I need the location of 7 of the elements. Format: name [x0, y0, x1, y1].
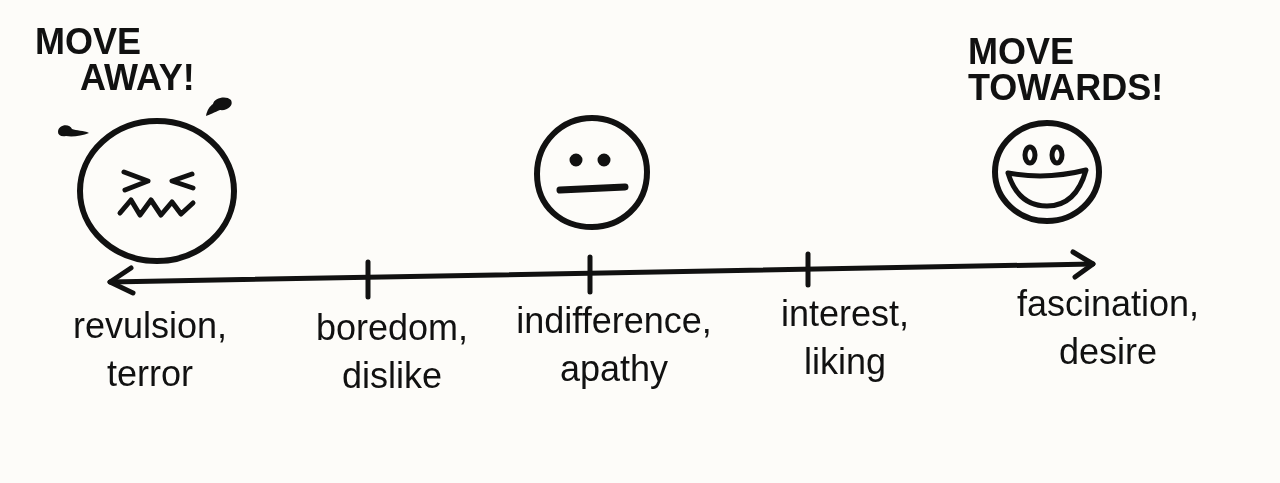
scale-label: revulsion, terror: [72, 304, 228, 396]
scale-label: interest, liking: [780, 292, 910, 384]
handwritten-note: MOVE TOWARDS!: [968, 34, 1165, 106]
scale-label: fascination, desire: [1016, 282, 1200, 374]
handwritten-note: MOVE AWAY!: [35, 24, 196, 96]
scale-label: boredom, dislike: [315, 306, 469, 398]
scale-label: indifference, apathy: [516, 299, 712, 391]
